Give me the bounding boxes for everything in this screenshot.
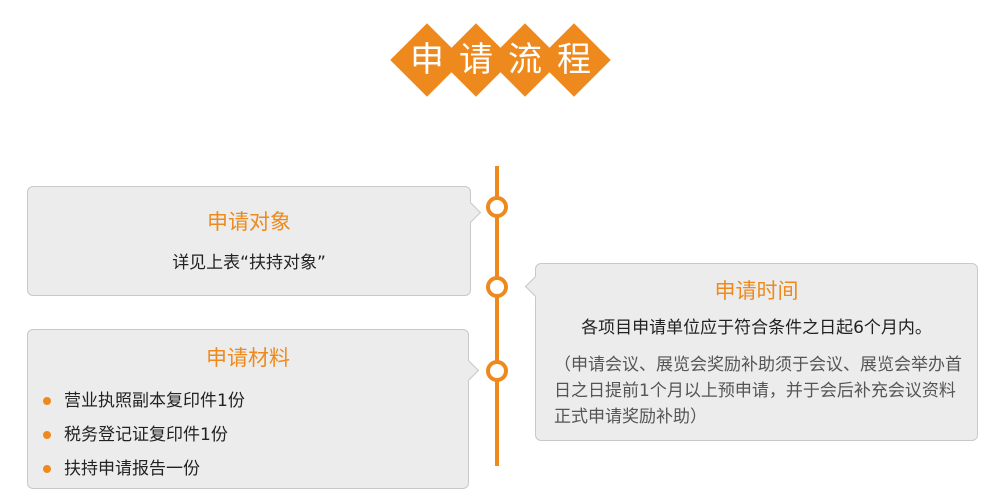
list-item-label: 税务登记证复印件1份 <box>64 425 228 445</box>
card-text: 各项目申请单位应于符合条件之日起6个月内。 <box>581 318 932 338</box>
list-item-label: 扶持申请报告一份 <box>64 459 200 479</box>
timeline-node <box>486 360 508 382</box>
title-char: 流 <box>508 40 542 80</box>
card-title: 申请材料 <box>206 346 290 370</box>
timeline-node <box>486 276 508 298</box>
title-char: 请 <box>459 40 493 80</box>
title-char: 申 <box>410 40 444 80</box>
section-title: 申 请 流 程 <box>390 23 611 97</box>
timeline-line <box>495 166 499 466</box>
list-item-label: 营业执照副本复印件1份 <box>64 391 245 411</box>
card-note: （申请会议、展览会奖励补助须于会议、展览会举办首日之日提前1个月以上预申请，并于… <box>554 355 962 427</box>
bullet-icon <box>43 465 51 473</box>
list-item: 税务登记证复印件1份 <box>43 418 468 452</box>
title-diamond: 程 <box>537 23 611 97</box>
timeline-node <box>486 196 508 218</box>
title-diamond: 请 <box>439 23 513 97</box>
card-text: 详见上表“扶持对象” <box>172 253 326 273</box>
card-application-time: 申请时间 各项目申请单位应于符合条件之日起6个月内。 （申请会议、展览会奖励补助… <box>524 263 978 441</box>
list-item: 营业执照副本复印件1份 <box>43 384 468 418</box>
materials-list: 营业执照副本复印件1份 税务登记证复印件1份 扶持申请报告一份 <box>28 384 468 486</box>
card-title: 申请时间 <box>714 279 799 303</box>
bullet-icon <box>43 397 51 405</box>
card-application-materials: 申请材料 营业执照副本复印件1份 税务登记证复印件1份 扶持申请报告一份 <box>27 329 480 489</box>
card-title: 申请对象 <box>207 210 291 234</box>
bullet-icon <box>43 431 51 439</box>
card-application-target: 申请对象 详见上表“扶持对象” <box>27 186 482 296</box>
title-diamond: 流 <box>488 23 562 97</box>
list-item: 扶持申请报告一份 <box>43 452 468 486</box>
title-diamond: 申 <box>390 23 464 97</box>
title-char: 程 <box>557 40 591 80</box>
